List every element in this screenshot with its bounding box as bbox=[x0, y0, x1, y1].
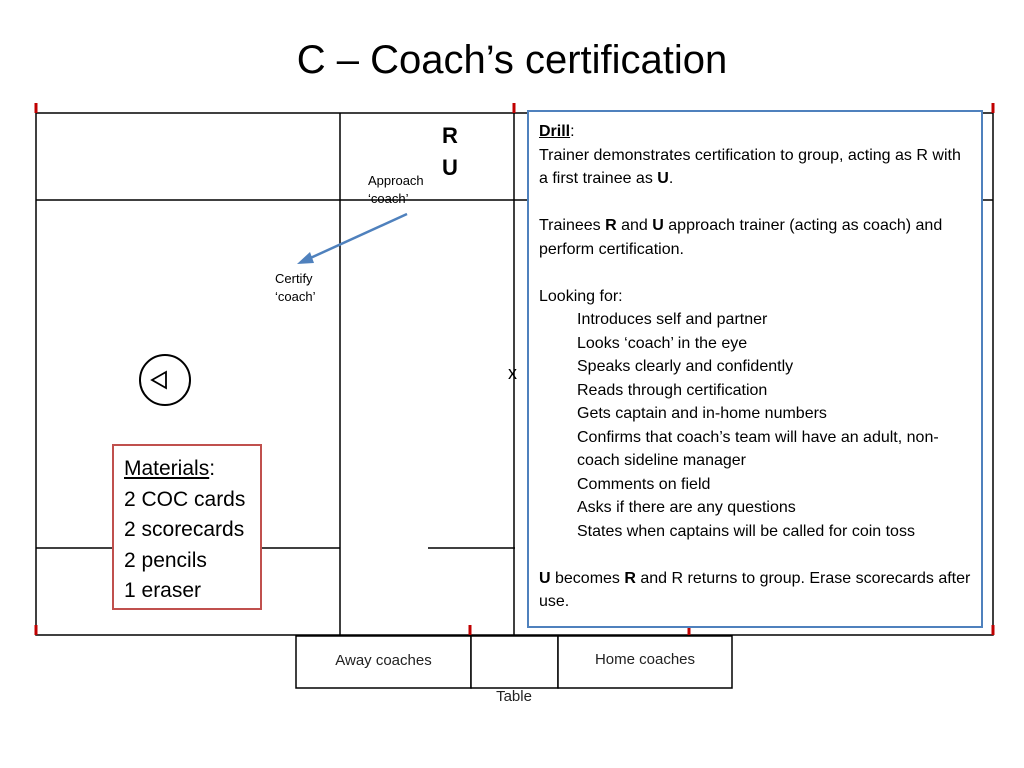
center-mark: x bbox=[508, 363, 517, 383]
scorer-table bbox=[295, 635, 733, 689]
corner-marks bbox=[34, 103, 995, 635]
table-middle-cell bbox=[470, 635, 559, 689]
away-coaches-label: Away coaches bbox=[335, 652, 432, 669]
table-label: Table bbox=[496, 688, 532, 705]
drill-closing: U becomes R and R returns to group. Eras… bbox=[539, 569, 971, 611]
materials-item: 2 pencils bbox=[124, 548, 207, 572]
looking-for-item: Introduces self and partner bbox=[577, 311, 768, 328]
certify-label: Certify ‘coach’ bbox=[275, 271, 316, 304]
looking-for-item: Asks if there are any questions bbox=[577, 499, 796, 516]
drill-box: Drill: Trainer demonstrates certificatio… bbox=[527, 110, 983, 628]
marker-r: R bbox=[442, 123, 458, 148]
materials-item: 1 eraser bbox=[124, 579, 202, 602]
looking-for-heading: Looking for: bbox=[539, 287, 623, 305]
drill-trainees: Trainees R and U approach trainer (actin… bbox=[539, 217, 943, 258]
looking-for-item: Gets captain and in-home numbers bbox=[577, 405, 827, 422]
materials-item: 2 scorecards bbox=[124, 518, 245, 541]
marker-u: U bbox=[442, 155, 458, 180]
looking-for-item: Comments on field bbox=[577, 475, 711, 493]
drill-intro: Trainer demonstrates certification to gr… bbox=[539, 146, 961, 188]
materials-item: 2 COC cards bbox=[124, 487, 246, 511]
drill-heading: Drill: bbox=[539, 123, 575, 140]
looking-for-item: Confirms that coach’s team will have an … bbox=[577, 428, 939, 470]
looking-for-item: Speaks clearly and confidently bbox=[577, 358, 794, 375]
home-coaches-cell bbox=[557, 635, 733, 689]
looking-for-item: Reads through certification bbox=[577, 381, 768, 399]
looking-for-item: States when captains will be called for … bbox=[577, 522, 915, 540]
home-coaches-label: Home coaches bbox=[594, 651, 696, 668]
looking-for-item: Looks ‘coach’ in the eye bbox=[577, 334, 748, 352]
materials-heading: Materials: bbox=[124, 457, 216, 480]
away-coaches-cell bbox=[295, 635, 472, 689]
looking-for-list: Introduces self and partner Looks ‘coach… bbox=[539, 308, 971, 543]
approach-label: Approach ‘coach’ bbox=[368, 173, 424, 206]
approach-arrow bbox=[297, 212, 408, 264]
triangle-left-in-circle-icon bbox=[139, 354, 191, 406]
materials-box: Materials: 2 COC cards 2 scorecards 2 pe… bbox=[112, 444, 262, 610]
page-title: C – Coach’s certification bbox=[296, 38, 728, 82]
